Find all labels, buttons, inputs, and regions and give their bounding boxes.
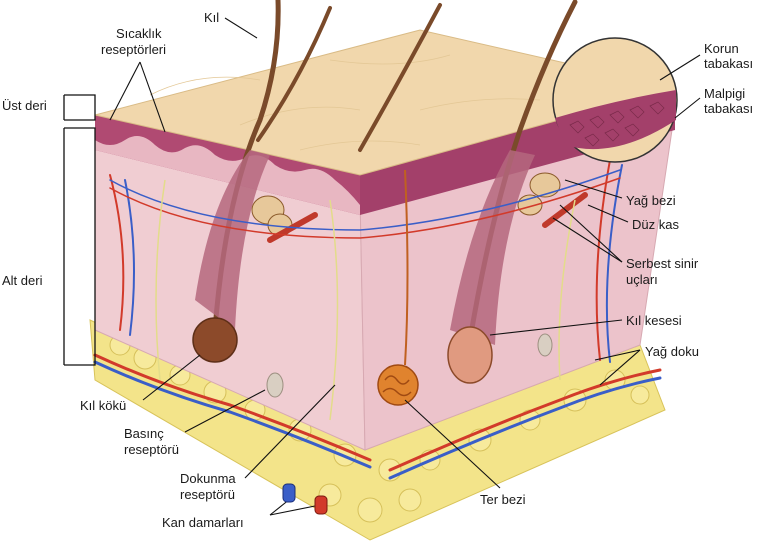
- label-korun-line1: Korun: [704, 41, 739, 56]
- label-alt-deri: Alt deri: [2, 273, 43, 288]
- label-basinc-line1: Basınç: [124, 426, 164, 441]
- label-kil-koku: Kıl kökü: [80, 398, 126, 413]
- label-dokunma-line2: reseptörü: [180, 487, 235, 502]
- label-korun-line2: tabakası: [704, 56, 753, 71]
- label-kil-kesesi: Kıl kesesi: [626, 313, 682, 328]
- label-sicaklik-line2: reseptörleri: [101, 42, 166, 57]
- label-yag-doku: Yağ doku: [645, 344, 699, 359]
- label-duz-kas: Düz kas: [632, 217, 679, 232]
- label-malpigi-line2: tabakası: [704, 101, 753, 116]
- label-kan-damarlari: Kan damarları: [162, 515, 244, 530]
- magnified-epidermis: [553, 38, 677, 162]
- label-malpigi-line1: Malpigi: [704, 86, 745, 101]
- label-basinc-line2: reseptörü: [124, 442, 179, 457]
- touch-receptor: [538, 334, 552, 356]
- label-kil: Kıl: [204, 10, 219, 25]
- label-serbest-line2: uçları: [626, 272, 658, 287]
- pressure-receptor: [267, 373, 283, 397]
- label-yag-bezi: Yağ bezi: [626, 193, 676, 208]
- label-serbest-line1: Serbest sinir: [626, 256, 699, 271]
- label-dokunma-line1: Dokunma: [180, 471, 236, 486]
- label-ust-deri: Üst deri: [2, 98, 47, 113]
- label-sicaklik-line1: Sıcaklık: [116, 26, 162, 41]
- label-ter-bezi: Ter bezi: [480, 492, 526, 507]
